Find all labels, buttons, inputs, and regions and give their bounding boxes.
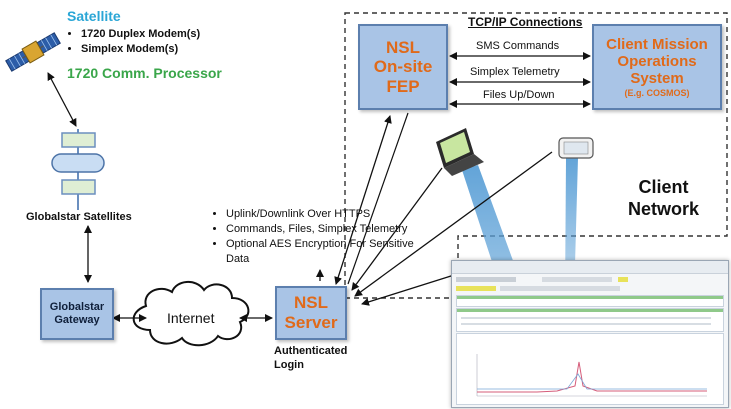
caption-line: Login xyxy=(274,359,304,371)
client-mos-line: Operations xyxy=(617,53,697,71)
internet-label: Internet xyxy=(167,310,215,326)
satellite-modem-item: Simplex Modem(s) xyxy=(81,42,200,57)
client-network-label: Client Network xyxy=(628,176,699,220)
satellite-modem-item: 1720 Duplex Modem(s) xyxy=(81,27,200,42)
dashboard-bar xyxy=(542,277,612,282)
nsl-server-caption: Authenticated Login xyxy=(274,344,347,372)
dashboard-plot xyxy=(476,354,707,397)
client-network-line: Client xyxy=(638,177,689,197)
satellite-icon xyxy=(5,32,61,72)
client-mos-note: (E.g. COSMOS) xyxy=(624,87,690,98)
connection-files-label: Files Up/Down xyxy=(483,89,555,101)
satellite-modem-list: 1720 Duplex Modem(s) Simplex Modem(s) xyxy=(67,27,200,57)
fep-line: NSL xyxy=(386,37,420,57)
internet-cloud-icon xyxy=(132,281,250,347)
gateway-line: Globalstar xyxy=(49,301,105,314)
dashboard-bar xyxy=(500,286,620,291)
client-mos-line: System xyxy=(630,70,684,88)
dashboard-screenshot xyxy=(451,260,729,408)
globalstar-gateway-box: Globalstar Gateway xyxy=(40,288,114,340)
tcpip-title: TCP/IP Connections xyxy=(468,15,583,29)
feature-item-continuation: Data xyxy=(226,253,250,265)
gateway-line: Gateway xyxy=(54,314,100,326)
feature-item: Uplink/Downlink Over HTTPS xyxy=(226,207,414,222)
laptop-icon xyxy=(436,128,484,176)
dashboard-plot-panel xyxy=(456,333,724,405)
caption-line: Authenticated xyxy=(274,345,348,357)
dashboard-bar xyxy=(618,277,628,282)
connection-telemetry-label: Simplex Telemetry xyxy=(470,66,560,78)
dashboard-header xyxy=(452,261,728,274)
feature-list: Uplink/Downlink Over HTTPS Commands, Fil… xyxy=(212,207,414,267)
globalstar-satellite-stack-icon xyxy=(51,129,105,210)
client-mos-line: Client Mission xyxy=(606,35,708,53)
satellite-title: Satellite xyxy=(67,8,121,24)
connection-sms-label: SMS Commands xyxy=(476,40,560,52)
globalstar-satellites-label: Globalstar Satellites xyxy=(26,211,132,223)
feature-item: Optional AES Encryption For Sensitive xyxy=(226,237,414,252)
client-network-line: Network xyxy=(628,199,700,219)
nsl-fep-box: NSL On-site FEP xyxy=(358,24,448,110)
handheld-device-icon xyxy=(558,137,594,159)
nsl-server-line: Server xyxy=(284,313,338,332)
dashboard-panel xyxy=(456,308,724,332)
fep-line: FEP xyxy=(386,76,420,96)
client-mos-box: Client Mission Operations System (E.g. C… xyxy=(592,24,722,110)
dashboard-bar xyxy=(456,286,496,291)
nsl-server-box: NSL Server xyxy=(275,286,347,340)
feature-item: Commands, Files, Simplex Telemetry xyxy=(226,222,414,237)
comm-processor-label: 1720 Comm. Processor xyxy=(67,65,222,81)
dashboard-panel xyxy=(456,295,724,307)
dashboard-bar xyxy=(456,277,516,282)
fep-line: On-site xyxy=(373,57,433,77)
nsl-server-line: NSL xyxy=(294,293,328,313)
